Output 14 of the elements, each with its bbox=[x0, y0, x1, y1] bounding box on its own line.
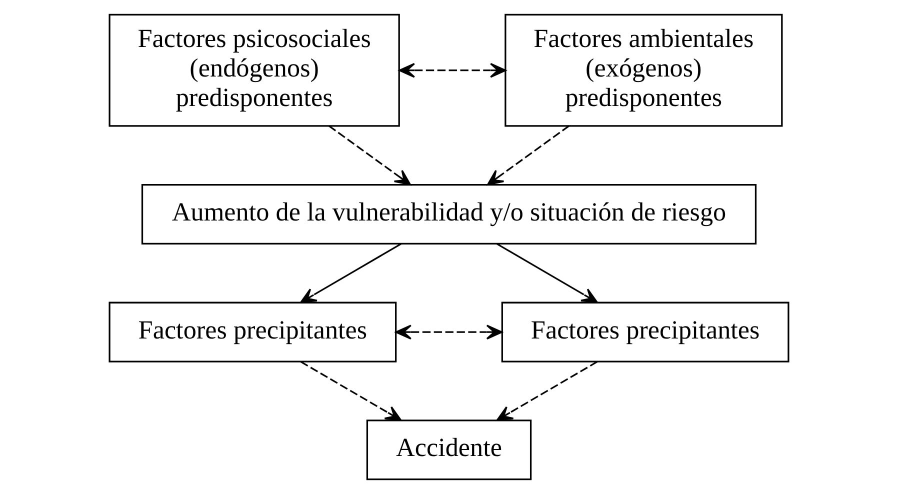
arrow bbox=[486, 125, 569, 186]
node-box: Factores precipitantes bbox=[500, 302, 789, 362]
node-box: Accidente bbox=[366, 420, 532, 480]
arrow bbox=[496, 361, 598, 421]
arrow bbox=[300, 361, 402, 421]
node-box: Aumento de la vulnerabilidad y/o situación de riesgo bbox=[140, 184, 756, 245]
arrow bbox=[394, 324, 502, 340]
node-box: Factores ambientales (exógenos) predisponentes bbox=[504, 14, 782, 127]
arrow bbox=[398, 62, 506, 78]
node-box: Factores psicosociales (endógenos) predisponentes bbox=[108, 14, 400, 127]
arrow bbox=[300, 243, 401, 304]
arrow bbox=[496, 243, 598, 304]
node-box: Factores precipitantes bbox=[108, 302, 396, 362]
arrow bbox=[328, 125, 410, 186]
